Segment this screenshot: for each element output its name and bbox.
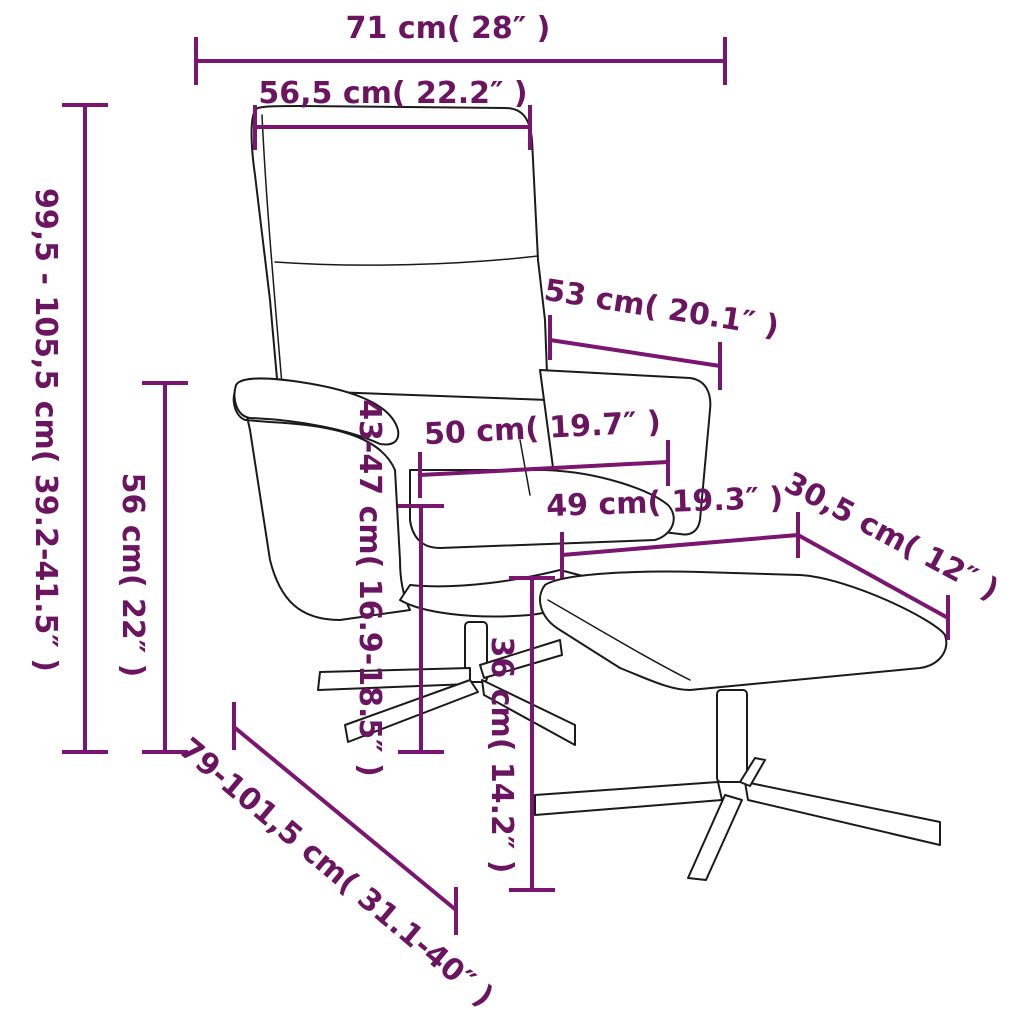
footstool-cushion: [539, 570, 948, 691]
footstool-leg-left: [534, 781, 723, 816]
armrest-top-pad: [233, 377, 400, 446]
label-footstool-height: 36 cm( 14.2″ ): [484, 637, 519, 874]
dim-line-total-depth: [232, 725, 458, 912]
dim-line-footstool-width: [797, 533, 949, 620]
label-backrest-width: 56,5 cm( 22.2″ ): [258, 76, 527, 111]
label-seat-height: 43-47 cm( 16.9-18.5″ ): [352, 399, 387, 777]
label-armrest-height: 56 cm( 22″ ): [115, 473, 150, 678]
footstool-cushion-seam: [547, 599, 691, 681]
recliner-chair-drawing: [232, 105, 712, 746]
backrest-side-line: [261, 114, 283, 386]
chair-seat-cushion: [409, 469, 675, 549]
label-total-depth: 79-101,5 cm( 31.1-40″ ): [172, 731, 500, 1014]
chair-backrest: [250, 105, 549, 401]
footstool-drawing: [534, 570, 948, 881]
dim-line-footstool-length: [561, 533, 799, 557]
backrest-cushion-seam: [274, 255, 539, 266]
label-footstool-length: 49 cm( 19.3″ ): [546, 481, 784, 524]
label-total-width: 71 cm( 28″ ): [346, 11, 551, 46]
chair-star-leg-right: [481, 679, 576, 746]
chair-star-leg-front: [344, 679, 479, 743]
footstool-leg-right: [744, 781, 941, 846]
dimension-lines: [62, 37, 950, 935]
dim-line-seat-width: [419, 460, 669, 477]
label-armrest-depth: 53 cm( 20.1″ ): [542, 273, 782, 345]
dim-line-armrest-depth: [549, 338, 721, 368]
footstool-leg-front: [687, 794, 743, 881]
label-total-height: 99,5 - 105,5 cm( 39.2-41.5″ ): [28, 188, 63, 672]
footstool-leg-back: [739, 757, 766, 787]
chair-left-armrest: [232, 384, 411, 621]
chair-star-leg-left: [317, 667, 471, 691]
footstool-post: [716, 689, 748, 783]
